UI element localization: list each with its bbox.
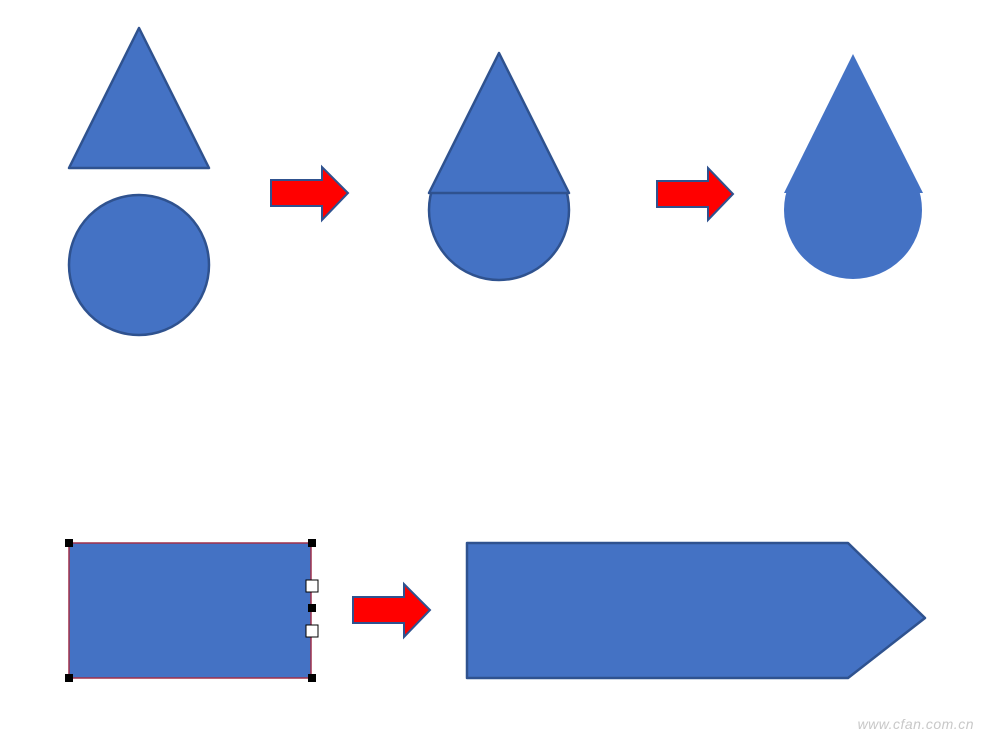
red-arrow-icon [656, 165, 735, 223]
step2-shapes [427, 51, 571, 282]
selected-rectangle-group [65, 539, 319, 682]
red-arrow-icon [270, 164, 350, 223]
red-arrow-icon [352, 581, 432, 640]
watermark-text: www.cfan.com.cn [857, 716, 974, 732]
triangle-shape-overlapping[interactable] [427, 51, 571, 195]
rectangle-shape[interactable] [68, 542, 312, 679]
selection-handle-icon[interactable] [305, 624, 319, 638]
step3-drop-shape [784, 54, 923, 279]
selection-handle-icon[interactable] [65, 539, 73, 547]
circle-shape[interactable] [67, 193, 211, 337]
selection-handle-icon[interactable] [305, 579, 319, 593]
selection-handle-icon[interactable] [65, 674, 73, 682]
selection-handle-icon[interactable] [308, 674, 316, 682]
triangle-shape[interactable] [67, 26, 211, 170]
pentagon-arrow-shape[interactable] [465, 541, 927, 680]
selection-handle-icon[interactable] [308, 539, 316, 547]
step1-shapes [67, 26, 211, 337]
selection-handle-icon[interactable] [308, 604, 316, 612]
drop-top-triangle[interactable] [784, 54, 923, 193]
